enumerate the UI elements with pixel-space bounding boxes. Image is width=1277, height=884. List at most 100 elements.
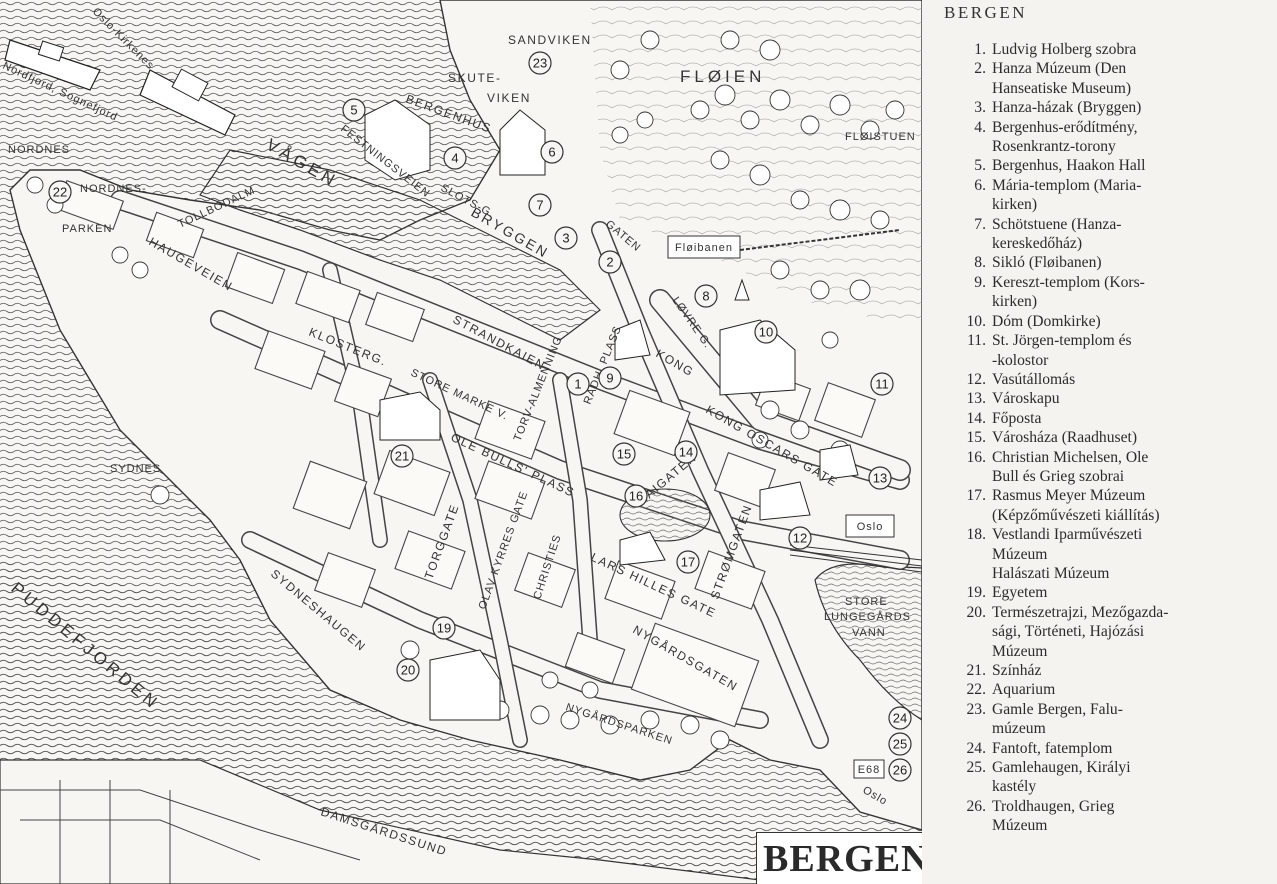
numbered-markers: 1 2 3 4 5 6 7 8 9 10 11 12 13 14 15 16 1… xyxy=(48,51,912,782)
legend-item-number: 19. xyxy=(966,584,987,602)
label-nordnes: NORDNES xyxy=(8,144,70,156)
legend-item-text: Főposta xyxy=(992,409,1042,427)
label-skuteviken-2: VIKEN xyxy=(487,91,531,105)
legend-item: 21. Színház xyxy=(950,661,1270,680)
marker-24: 24 xyxy=(888,706,912,730)
legend-item-number: 14. xyxy=(966,409,987,427)
legend-item: 18.Vestlandi Iparművészeti Múzeum Halász… xyxy=(950,525,1270,583)
legend-item-text: Sikló (Fløibanen) xyxy=(992,254,1102,272)
legend-item-text: Gamle Bergen, Falu- múzeum xyxy=(992,700,1123,738)
legend-item-text: Hanza Múzeum (Den Hanseatiske Museum) xyxy=(992,60,1132,97)
legend-item: 22.Aquarium xyxy=(950,680,1270,699)
legend-item-number: 22. xyxy=(966,681,987,699)
marker-6: 6 xyxy=(540,140,564,164)
legend-item-text: Kereszt-templom (Kors- kirken) xyxy=(992,273,1145,311)
svg-text:8: 8 xyxy=(702,289,709,304)
legend-item-number: 7. xyxy=(974,215,986,233)
legend-item: 17.Rasmus Meyer Múzeum (Képzőművészeti k… xyxy=(950,486,1270,525)
legend-item-number: 21. xyxy=(966,662,987,679)
label-sandviken: SANDVIKEN xyxy=(508,33,592,47)
legend-item-number: 18. xyxy=(966,526,987,544)
floien-hill xyxy=(590,0,922,330)
south-shore xyxy=(0,759,761,884)
marker-8: 8 xyxy=(694,284,718,308)
label-nordnes-parken-1: NORDNES- xyxy=(80,183,147,195)
svg-text:26: 26 xyxy=(893,763,907,778)
svg-text:21: 21 xyxy=(395,449,409,464)
legend-item: 2.Hanza Múzeum (Den Hanseatiske Museum) xyxy=(950,59,1270,98)
legend-item-number: 16. xyxy=(966,448,987,466)
legend-item-number: 3. xyxy=(974,99,986,117)
marker-23: 23 xyxy=(528,51,552,75)
legend-item-text: Természetrajzi, Mezőgazda- sági, Történe… xyxy=(992,603,1169,660)
svg-text:3: 3 xyxy=(562,231,569,246)
legend-item-number: 23. xyxy=(966,700,987,718)
legend-item-text: Troldhaugen, Grieg Múzeum xyxy=(992,797,1115,835)
svg-text:1: 1 xyxy=(574,377,581,392)
legend-item: 3.Hanza-házak (Bryggen) xyxy=(950,98,1270,117)
map-title-stamp: BERGEN xyxy=(756,832,922,884)
marker-16: 16 xyxy=(624,484,648,508)
legend-item: 26.Troldhaugen, Grieg Múzeum xyxy=(950,797,1270,836)
marker-4: 4 xyxy=(443,146,467,170)
legend-item: 9. Kereszt-templom (Kors- kirken) xyxy=(950,273,1270,312)
university-building xyxy=(429,649,501,721)
marker-11: 11 xyxy=(870,372,894,396)
legend-item-text: Mária-templom (Maria- kirken) xyxy=(992,176,1142,214)
legend-item-text: Városháza (Raadhuset) xyxy=(992,429,1138,447)
svg-text:9: 9 xyxy=(606,371,613,386)
marker-25: 25 xyxy=(888,732,912,756)
legend-item: 5.Bergenhus, Haakon Hall xyxy=(950,156,1270,175)
label-oslo-rail: Oslo xyxy=(857,521,884,533)
legend-item: 19.Egyetem xyxy=(950,583,1270,602)
marker-7: 7 xyxy=(528,193,552,217)
legend-list: 1.Ludvig Holberg szobra 2.Hanza Múzeum (… xyxy=(950,40,1270,836)
legend-item-text: Vasútállomás xyxy=(992,370,1076,388)
legend-item-number: 24. xyxy=(966,739,987,757)
buildings xyxy=(364,99,859,721)
marker-19: 19 xyxy=(432,616,456,640)
legend-item-text: Christian Michelsen, Ole Bull és Grieg s… xyxy=(992,448,1149,485)
legend-item-number: 1. xyxy=(974,41,986,58)
svg-text:17: 17 xyxy=(681,555,695,570)
city-map[interactable]: Fløibanen Oslo E68 Oslo SANDVIKEN SKUTE-… xyxy=(0,0,922,884)
marker-3: 3 xyxy=(554,226,578,250)
legend-item: 16. Christian Michelsen, Ole Bull és Grie… xyxy=(950,448,1270,487)
legend-panel: BERGEN 1.Ludvig Holberg szobra 2.Hanza M… xyxy=(922,0,1277,884)
legend-item-text: Bergenhus, Haakon Hall xyxy=(992,157,1146,175)
south-shore-streets xyxy=(0,780,361,884)
label-floistuen: FLØISTUEN xyxy=(845,131,916,143)
marker-2: 2 xyxy=(598,250,622,274)
legend-item-number: 9. xyxy=(974,273,986,291)
svg-text:25: 25 xyxy=(893,737,907,752)
marker-1: 1 xyxy=(566,372,590,396)
marker-13: 13 xyxy=(868,466,892,490)
legend-item: 6.Mária-templom (Maria- kirken) xyxy=(950,176,1270,215)
label-floien: FLØIEN xyxy=(680,67,765,86)
label-nordnes-parken-2: PARKEN xyxy=(62,223,112,235)
legend-item: 23. Gamle Bergen, Falu- múzeum xyxy=(950,700,1270,739)
theater-building xyxy=(379,391,441,441)
marker-12: 12 xyxy=(788,526,812,550)
label-e68: E68 xyxy=(858,764,881,776)
legend-item-number: 4. xyxy=(974,118,986,136)
legend-item: 4.Bergenhus-erődítmény, Rosenkrantz-toro… xyxy=(950,118,1270,157)
marker-14: 14 xyxy=(674,440,698,464)
legend-item: 25.Gamlehaugen, Királyi kastély xyxy=(950,758,1270,797)
svg-text:10: 10 xyxy=(759,325,773,340)
legend-item-text: Színház xyxy=(992,662,1042,679)
legend-item: 7.Schötstuene (Hanza- kereskedőház) xyxy=(950,215,1270,254)
city-blocks xyxy=(55,179,877,728)
legend-item-text: Fantoft, fatemplom xyxy=(992,739,1113,757)
legend-item-text: St. Jörgen-templom és -kolostor xyxy=(992,332,1132,369)
legend-item: 10. Dóm (Domkirke) xyxy=(950,312,1270,331)
legend-item-text: Gamlehaugen, Királyi kastély xyxy=(992,759,1131,796)
marker-21: 21 xyxy=(390,444,414,468)
ship-2 xyxy=(139,68,236,136)
funicular-track xyxy=(739,229,901,251)
legend-item-number: 10. xyxy=(966,312,987,330)
e68-sign xyxy=(853,759,885,779)
svg-text:16: 16 xyxy=(629,489,643,504)
legend-item-text: Dóm (Domkirke) xyxy=(992,312,1101,330)
legend-item: 8.Sikló (Fløibanen) xyxy=(950,253,1270,272)
